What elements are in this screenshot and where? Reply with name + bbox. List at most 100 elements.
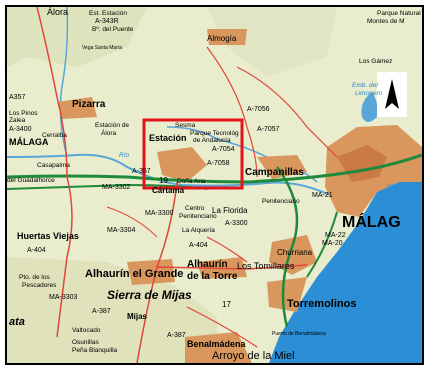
label-cartama: Cártama — [152, 186, 185, 195]
sea — [269, 172, 422, 363]
label-campanillas: Campanillas — [245, 167, 304, 178]
urban-campanillas — [257, 155, 307, 179]
label-a387b: A-387 — [167, 332, 186, 339]
label-ma3302: MA-3302 — [102, 184, 131, 191]
label-a357: A357 — [9, 94, 25, 101]
road-ma3300 — [106, 206, 158, 238]
urban-alhaurin-grande — [127, 259, 175, 285]
label-los-gamez: Los Gámez — [359, 58, 392, 65]
label-valtocado: Valtocado — [72, 327, 101, 334]
label-ata: ata — [9, 316, 25, 328]
label-parque-tec: Parque Tecnológ — [190, 130, 239, 137]
label-a7057: A-7057 — [257, 126, 280, 133]
urban-torremolinos — [267, 277, 307, 312]
label-mijas: Mijas — [127, 312, 148, 321]
road-a357-north — [36, 7, 68, 178]
label-huertas-viejas: Huertas Viejas — [17, 231, 79, 241]
label-de-la-torre: de la Torre — [187, 271, 238, 282]
label-a7054: A-7054 — [212, 146, 235, 153]
label-pena-blanquilla: Peña Blanquilla — [72, 347, 118, 354]
label-benalmadena: Benalmádena — [187, 339, 247, 349]
label-cerralba: Cerralba — [42, 132, 67, 139]
north-arrow-icon — [377, 72, 407, 117]
label-a357b: A-357 — [132, 168, 151, 175]
label-pescadores: Pescadores — [22, 282, 57, 289]
label-centro: Centro — [185, 205, 205, 212]
label-la-alqueria: La Alquería — [182, 227, 215, 234]
map-canvas: Álora Est. Estación A-343R Bº. del Puent… — [7, 7, 422, 363]
map-frame: Álora Est. Estación A-343R Bº. del Puent… — [5, 5, 424, 365]
label-alora2: Álora — [101, 128, 117, 137]
label-puerto-benalmadena: Puerto de Benalmádena — [272, 331, 326, 337]
hills-sw — [7, 257, 217, 363]
road-almogia — [206, 46, 258, 178]
label-la-florida: La Florida — [212, 206, 248, 215]
urban-pizarra — [57, 97, 97, 119]
label-penitenciario-2: Penitenciario — [262, 198, 300, 205]
river-north — [59, 7, 69, 158]
label-ma3300: MA-3300 — [145, 210, 174, 217]
label-montes: Montes de M — [367, 18, 405, 25]
label-osunillas: Osunillas — [72, 339, 99, 346]
label-torremolinos: Torremolinos — [287, 298, 356, 310]
label-andalucia: de Andalucía — [193, 137, 231, 144]
label-limonero: Limonero — [355, 90, 382, 97]
label-alora: Álora — [47, 7, 68, 17]
urban-estacion — [157, 147, 207, 182]
river-guadalhorce — [7, 153, 353, 208]
label-zalea: Zalea — [9, 117, 26, 124]
label-pizarra: Pizarra — [72, 99, 106, 110]
road-a7056 — [236, 66, 338, 158]
label-r19: 19 — [159, 176, 168, 185]
label-a404b: A-404 — [189, 242, 208, 249]
hills-n — [207, 7, 337, 77]
label-ma3303: MA-3303 — [49, 294, 78, 301]
label-pinos: Los Pinos — [9, 110, 38, 117]
hills-nw — [7, 7, 147, 67]
label-vega-santa-maria: Vega Santa María — [82, 45, 122, 51]
label-ma22: MA-22 — [325, 232, 346, 239]
label-los-tomillares: Los Tomillares — [237, 261, 295, 271]
road-a404-west — [56, 176, 73, 338]
label-a3300: A-3300 — [225, 220, 248, 227]
label-pto-pescadores: Pto. de los — [19, 274, 50, 281]
label-malaga-left: MÁLAGA — [9, 137, 49, 147]
highway-ma21 — [306, 211, 338, 278]
label-estacion: Estación — [149, 133, 187, 143]
label-park: Parque Natural — [377, 10, 421, 17]
highway-a357 — [7, 153, 422, 184]
label-rio: Río — [119, 152, 130, 159]
label-casapalma: Casapalma — [37, 162, 70, 169]
label-alhaurin-torre: Alhaurín — [187, 259, 228, 270]
label-arroyo-miel: Arroyo de la Miel — [212, 350, 295, 362]
label-almogia: Almogía — [207, 34, 237, 43]
label-emb: Emb. del — [352, 82, 378, 89]
highlight-box — [142, 118, 244, 190]
urban-benalmadena — [185, 332, 252, 363]
label-sierra-mijas: Sierra de Mijas — [107, 288, 192, 302]
label-churriana: Churriana — [277, 248, 313, 257]
label-ma20: MA-20 — [322, 240, 343, 247]
road-mijas — [186, 306, 258, 348]
label-estacion-top: Est. Estación — [89, 10, 127, 17]
label-guadalhorce: del Guadalhorce — [7, 177, 55, 184]
label-sesma: Sesma — [175, 122, 196, 129]
label-a404: A-404 — [27, 247, 46, 254]
label-alhaurin-grande: Alhaurín el Grande — [85, 268, 183, 280]
label-a387: A-387 — [92, 308, 111, 315]
label-a343r: A-343R — [95, 18, 119, 25]
label-ma21: MA-21 — [312, 192, 333, 199]
road-local-1 — [206, 236, 248, 263]
label-penitenciario: Penitenciario — [179, 213, 217, 220]
road-a404-east — [156, 264, 308, 270]
label-playa: Playa — [387, 184, 404, 191]
highway-ma20 — [275, 166, 299, 328]
label-playa-san-julian: Playa de San Julián — [342, 294, 400, 301]
label-r17: 17 — [222, 300, 231, 309]
label-bo-puente: Bº. del Puente — [92, 26, 134, 33]
label-estacion-alora: Estación de — [95, 122, 129, 129]
limonero-reservoir — [361, 92, 378, 122]
label-a3400: A-3400 — [9, 126, 32, 133]
label-ma3304: MA-3304 — [107, 227, 136, 234]
label-dona-ana: Doña Ana — [177, 178, 206, 185]
